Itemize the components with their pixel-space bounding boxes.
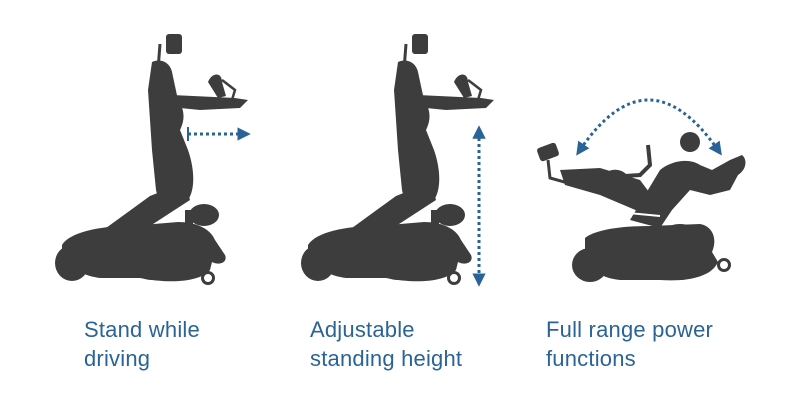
caption-stand-while-driving: Stand while driving (84, 315, 200, 373)
stand-while-driving-illustration (53, 32, 251, 285)
standing-wheelchair-icon (53, 32, 250, 285)
full-range-power-functions-illustration (537, 98, 746, 282)
caption-line: Stand while (84, 317, 200, 342)
caption-full-range-power-functions: Full range power functions (546, 315, 713, 373)
reclined-wheelchair-icon (537, 132, 746, 282)
standing-wheelchair-icon (299, 32, 496, 285)
caption-line: driving (84, 346, 151, 371)
caption-adjustable-standing-height: Adjustable standing height (310, 315, 462, 373)
adjustable-standing-height-illustration (299, 32, 496, 287)
caption-line: Adjustable (310, 317, 415, 342)
caption-line: Full range power (546, 317, 714, 342)
caption-line: functions (546, 346, 636, 371)
caption-line: standing height (310, 346, 463, 371)
